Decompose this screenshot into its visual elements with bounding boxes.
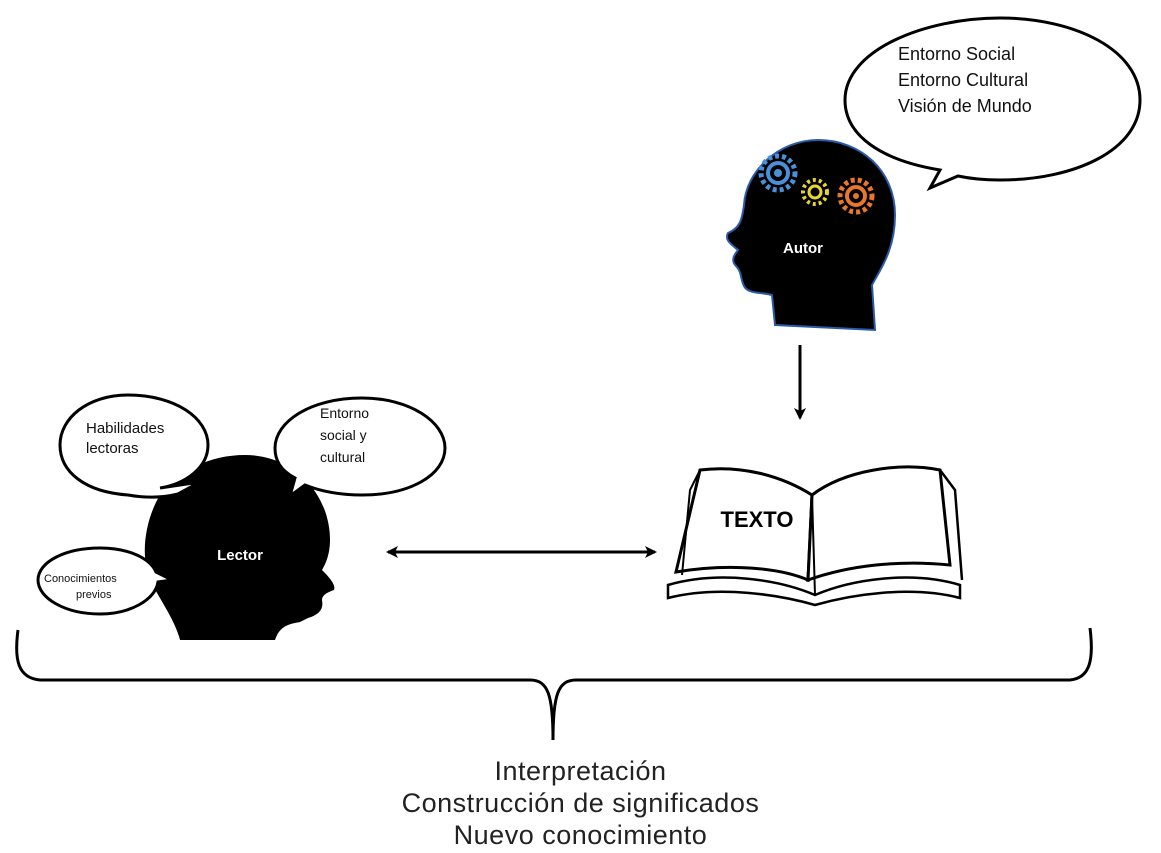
gear-icon-blue <box>758 153 798 193</box>
habilidades-bubble: Habilidades lectoras <box>58 393 210 499</box>
outcome-line-3: Nuevo conocimiento <box>453 820 708 850</box>
lector-head: Lector <box>144 455 335 640</box>
autor-bubble-line-2: Entorno Cultural <box>898 70 1028 90</box>
texto-label: TEXTO <box>721 507 794 532</box>
conocimientos-line-1: Conocimientos <box>44 573 117 585</box>
entorno-line-2: social y <box>320 427 367 443</box>
book-icon: TEXTO <box>666 465 964 607</box>
conocimientos-line-2: previos <box>76 589 112 601</box>
habilidades-line-2: lectoras <box>86 440 139 457</box>
autor-speech-bubble: Entorno Social Entorno Cultural Visión d… <box>843 16 1142 192</box>
autor-label: Autor <box>783 240 823 257</box>
lector-label: Lector <box>217 547 263 564</box>
autor-head: Autor <box>726 138 897 332</box>
grouping-brace <box>15 627 1093 741</box>
outcome-line-1: Interpretación <box>494 756 667 786</box>
entorno-line-1: Entorno <box>320 405 369 421</box>
habilidades-line-1: Habilidades <box>86 420 164 437</box>
gear-icon-yellow <box>801 178 829 206</box>
autor-bubble-line-3: Visión de Mundo <box>898 96 1032 116</box>
autor-bubble-line-1: Entorno Social <box>898 44 1015 64</box>
entorno-line-3: cultural <box>320 449 365 465</box>
outcome-line-2: Construcción de significados <box>401 788 760 818</box>
entorno-bubble: Entorno social y cultural <box>273 396 447 500</box>
gear-icon-orange <box>837 177 875 215</box>
conocimientos-bubble: Conocimientos previos <box>36 546 177 616</box>
